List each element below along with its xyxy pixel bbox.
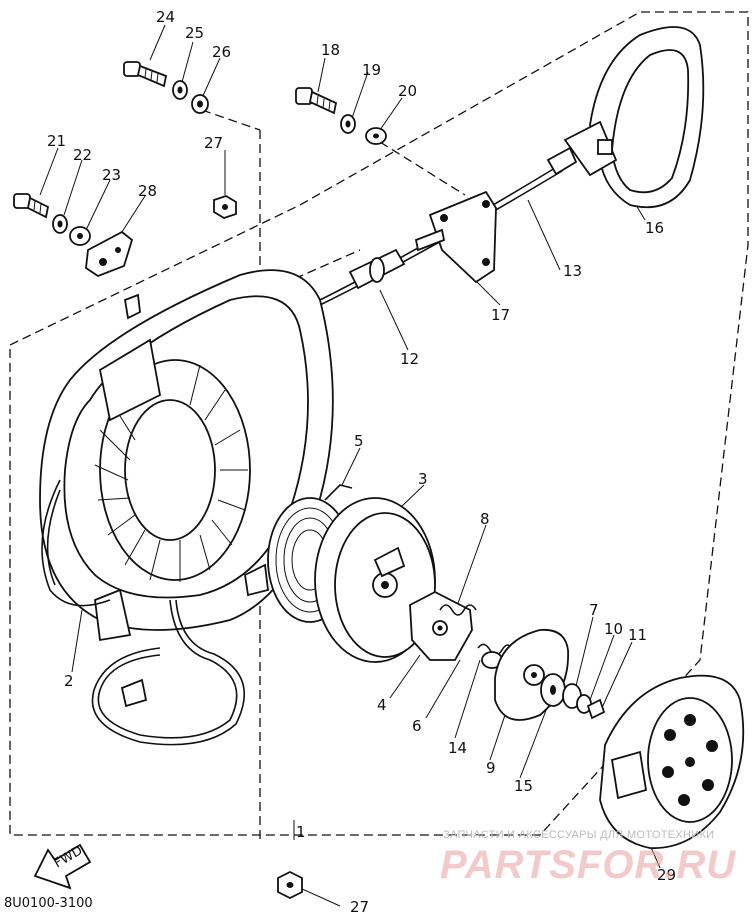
washer-22 (52, 214, 68, 234)
callout-27-top: 27 (204, 134, 223, 152)
callout-18: 18 (321, 41, 340, 59)
diagram-code: 8U0100-3100 (4, 896, 93, 911)
bracket-28 (85, 230, 134, 278)
callout-7: 7 (589, 601, 599, 619)
case-rope-loop (91, 599, 245, 746)
watermark-logo: PARTSFOR.RU (440, 843, 736, 887)
fwd-arrow: FWD (33, 843, 92, 890)
callout-9: 9 (486, 759, 496, 777)
washer-19 (340, 114, 356, 134)
bolt-24 (123, 61, 168, 88)
rope-guide-12 (348, 248, 406, 290)
nut-27-bottom (277, 870, 303, 900)
pawl-spring-8 (439, 604, 477, 616)
callout-8: 8 (480, 510, 490, 528)
callout-26: 26 (212, 43, 231, 61)
callout-12: 12 (400, 350, 419, 368)
bolt-21 (13, 193, 50, 219)
callout-21: 21 (47, 132, 66, 150)
callout-28: 28 (138, 182, 157, 200)
spring-6 (477, 643, 513, 669)
callout-15: 15 (514, 777, 533, 795)
callout-16: 16 (645, 219, 664, 237)
callout-14: 14 (448, 739, 467, 757)
callout-11: 11 (628, 626, 647, 644)
pawl-4 (409, 590, 473, 661)
callouts: 1 2 3 4 5 6 7 8 9 10 11 12 13 14 15 16 1… (47, 8, 676, 916)
callout-10: 10 (604, 620, 623, 638)
callout-13: 13 (563, 262, 582, 280)
callout-4: 4 (377, 696, 387, 714)
callout-2: 2 (64, 672, 74, 690)
callout-22: 22 (73, 146, 92, 164)
callout-19: 19 (362, 61, 381, 79)
washer-25 (172, 80, 188, 100)
rope-bracket-17 (414, 190, 497, 284)
bolt-18 (295, 87, 338, 115)
nut-27-top (213, 195, 237, 219)
callout-3: 3 (418, 470, 428, 488)
callout-23: 23 (102, 166, 121, 184)
washer-20 (365, 127, 387, 145)
starter-case-2 (39, 269, 334, 642)
callout-5: 5 (354, 432, 364, 450)
watermark-tagline: ЗАПЧАСТИ И АКСЕССУАРЫ ДЛЯ МОТОТЕХНИКИ (443, 829, 714, 841)
starter-handle-16 (563, 26, 705, 209)
callout-20: 20 (398, 82, 417, 100)
pulley-3 (314, 497, 436, 663)
watermark: ЗАПЧАСТИ И АКСЕССУАРЫ ДЛЯ МОТОТЕХНИКИ PA… (440, 829, 736, 887)
starter-cup-29 (599, 674, 745, 849)
callout-29: 29 (657, 866, 676, 884)
screw-11 (586, 698, 606, 720)
callout-25: 25 (185, 24, 204, 42)
washer-15 (540, 673, 566, 707)
nut-26 (191, 94, 209, 114)
washer-23 (69, 226, 91, 246)
callout-24: 24 (156, 8, 175, 26)
callout-27-bottom: 27 (350, 898, 369, 916)
callout-6: 6 (412, 717, 422, 735)
callout-17: 17 (491, 306, 510, 324)
callout-1: 1 (296, 823, 306, 841)
